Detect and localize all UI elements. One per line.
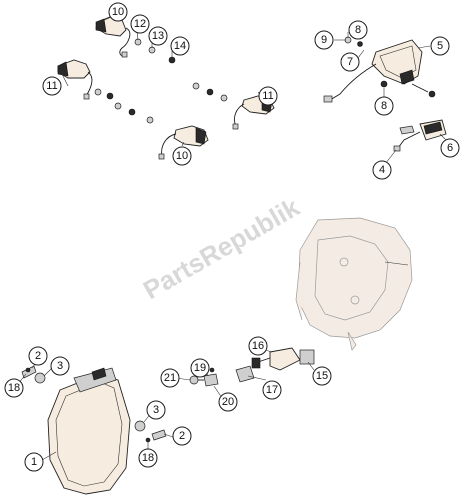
- svg-text:16: 16: [252, 340, 264, 352]
- callout-16: 16: [248, 336, 268, 356]
- watermark: PartsRepublik: [138, 192, 305, 306]
- svg-text:19: 19: [194, 362, 206, 374]
- svg-text:4: 4: [379, 164, 385, 176]
- callout-12: 12: [130, 14, 150, 34]
- svg-text:8: 8: [355, 24, 361, 36]
- svg-text:10: 10: [112, 6, 124, 18]
- callout-8b: 8: [374, 96, 394, 116]
- headlight-mask: [47, 367, 131, 495]
- callout-13: 13: [148, 26, 168, 46]
- svg-text:10: 10: [176, 150, 188, 162]
- license-plate-light: [393, 119, 447, 152]
- svg-text:5: 5: [437, 40, 443, 52]
- svg-text:15: 15: [316, 370, 328, 382]
- callout-3a: 3: [50, 356, 70, 376]
- svg-text:9: 9: [321, 34, 327, 46]
- svg-text:8: 8: [381, 100, 387, 112]
- svg-text:18: 18: [142, 452, 154, 464]
- turn-signal-lower-mid: [114, 102, 209, 160]
- svg-text:17: 17: [266, 384, 278, 396]
- bulb-sockets: [189, 347, 315, 387]
- svg-text:7: 7: [347, 56, 353, 68]
- callout-18a: 18: [4, 378, 24, 398]
- svg-text:2: 2: [179, 430, 185, 442]
- callout-7: 7: [340, 52, 360, 72]
- callout-8a: 8: [348, 20, 368, 40]
- callout-1: 1: [24, 452, 44, 472]
- callout-10a: 10: [108, 2, 128, 22]
- svg-text:6: 6: [447, 142, 453, 154]
- callout-21: 21: [160, 368, 180, 388]
- mask-fasteners-right: [134, 420, 167, 443]
- callout-5: 5: [430, 36, 450, 56]
- svg-text:3: 3: [57, 360, 63, 372]
- callout-11b: 11: [258, 86, 278, 106]
- svg-text:11: 11: [262, 90, 273, 102]
- svg-text:14: 14: [174, 40, 186, 52]
- callout-14: 14: [170, 36, 190, 56]
- callout-9: 9: [314, 30, 334, 50]
- headlight-bracket-ghost: [295, 217, 413, 351]
- callout-4: 4: [372, 160, 392, 180]
- callout-17: 17: [262, 380, 282, 400]
- callout-11a: 11: [42, 76, 62, 96]
- svg-text:21: 21: [164, 372, 176, 384]
- callout-18b: 18: [138, 448, 158, 468]
- turn-signal-left-mid: [57, 59, 114, 100]
- svg-text:11: 11: [46, 80, 57, 92]
- callout-2b: 2: [172, 426, 192, 446]
- callout-10b: 10: [172, 146, 192, 166]
- svg-text:2: 2: [35, 350, 41, 362]
- callout-19: 19: [190, 358, 210, 378]
- callout-2a: 2: [28, 346, 48, 366]
- svg-text:13: 13: [152, 30, 164, 42]
- tail-light-unit: [323, 36, 436, 103]
- callout-6: 6: [440, 138, 460, 158]
- svg-text:3: 3: [153, 404, 159, 416]
- svg-text:18: 18: [8, 382, 20, 394]
- callout-3b: 3: [146, 400, 166, 420]
- svg-text:12: 12: [134, 18, 146, 30]
- callout-20: 20: [218, 392, 238, 412]
- svg-text:20: 20: [222, 396, 234, 408]
- svg-text:1: 1: [31, 456, 37, 468]
- callout-15: 15: [312, 366, 332, 386]
